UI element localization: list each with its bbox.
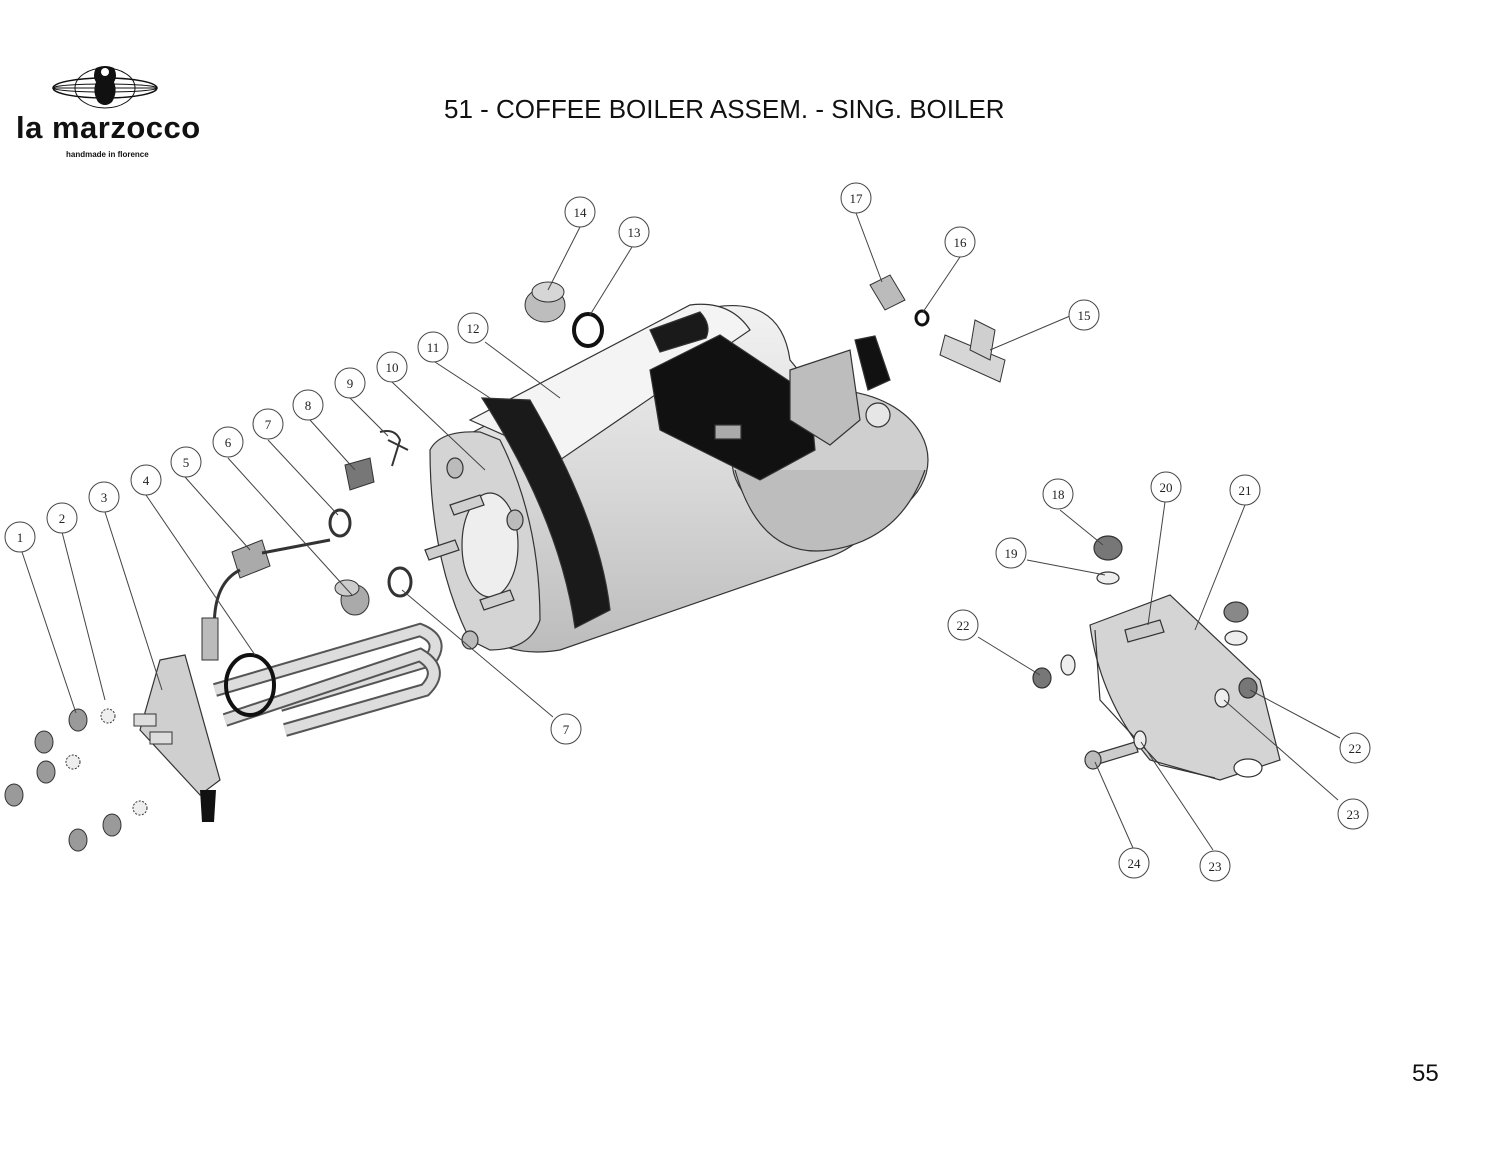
callout-4: 4 <box>130 464 162 496</box>
callout-23-bottom: 23 <box>1199 850 1231 882</box>
callout-23-right: 23 <box>1337 798 1369 830</box>
svg-text:6: 6 <box>225 435 232 450</box>
callout-16: 16 <box>944 226 976 258</box>
svg-text:19: 19 <box>1005 546 1018 561</box>
callout-7-lower: 7 <box>550 713 582 745</box>
svg-text:8: 8 <box>305 398 312 413</box>
callout-14: 14 <box>564 196 596 228</box>
svg-text:10: 10 <box>386 360 399 375</box>
svg-text:15: 15 <box>1078 308 1091 323</box>
page-title: 51 - COFFEE BOILER ASSEM. - SING. BOILER <box>444 94 1005 124</box>
leader-lines <box>21 212 1341 851</box>
callout-21: 21 <box>1229 474 1261 506</box>
callout-5: 5 <box>170 446 202 478</box>
svg-text:17: 17 <box>850 191 864 206</box>
svg-text:7: 7 <box>563 722 570 737</box>
page-number: 55 <box>1412 1060 1439 1087</box>
svg-text:1: 1 <box>17 530 24 545</box>
svg-text:21: 21 <box>1239 483 1252 498</box>
callout-24: 24 <box>1118 847 1150 879</box>
small-parts-left <box>4 430 413 852</box>
callout-19: 19 <box>995 537 1027 569</box>
svg-text:22: 22 <box>957 618 970 633</box>
bracket-group <box>1032 535 1281 781</box>
callout-8: 8 <box>292 389 324 421</box>
svg-text:9: 9 <box>347 376 354 391</box>
callout-22-right: 22 <box>1339 732 1371 764</box>
svg-text:16: 16 <box>954 235 968 250</box>
callout-20: 20 <box>1150 471 1182 503</box>
brand-logo: la marzocco handmade in florence <box>12 64 202 164</box>
svg-text:13: 13 <box>628 225 641 240</box>
brand-name: la marzocco <box>16 110 201 145</box>
heating-element <box>213 622 443 737</box>
callout-17: 17 <box>840 182 872 214</box>
svg-text:24: 24 <box>1128 856 1142 871</box>
callout-6: 6 <box>212 426 244 458</box>
callout-15: 15 <box>1068 299 1100 331</box>
callout-10: 10 <box>376 351 408 383</box>
svg-text:7: 7 <box>265 417 272 432</box>
globe-lion-logo-icon <box>52 66 158 109</box>
svg-text:23: 23 <box>1347 807 1360 822</box>
svg-text:12: 12 <box>467 321 480 336</box>
callout-11: 11 <box>417 331 449 363</box>
callout-1: 1 <box>4 521 36 553</box>
brand-tagline: handmade in florence <box>66 150 149 159</box>
callout-9: 9 <box>334 367 366 399</box>
svg-text:4: 4 <box>143 473 150 488</box>
svg-text:23: 23 <box>1209 859 1222 874</box>
svg-text:3: 3 <box>101 490 108 505</box>
svg-text:20: 20 <box>1160 480 1173 495</box>
callout-2: 2 <box>46 502 78 534</box>
svg-text:14: 14 <box>574 205 588 220</box>
sensor-probe <box>200 790 216 822</box>
svg-text:18: 18 <box>1052 487 1065 502</box>
callout-bubbles: 1 2 3 4 5 6 7 8 9 10 11 12 13 14 15 16 1… <box>4 182 1371 882</box>
svg-text:11: 11 <box>427 340 440 355</box>
callout-3: 3 <box>88 481 120 513</box>
small-parts-top <box>524 274 1006 383</box>
callout-22-left: 22 <box>947 609 979 641</box>
callout-18: 18 <box>1042 478 1074 510</box>
callout-13: 13 <box>618 216 650 248</box>
svg-text:2: 2 <box>59 511 66 526</box>
svg-text:22: 22 <box>1349 741 1362 756</box>
callout-7: 7 <box>252 408 284 440</box>
boiler-assembly <box>424 303 929 653</box>
svg-text:5: 5 <box>183 455 190 470</box>
callout-12: 12 <box>457 312 489 344</box>
